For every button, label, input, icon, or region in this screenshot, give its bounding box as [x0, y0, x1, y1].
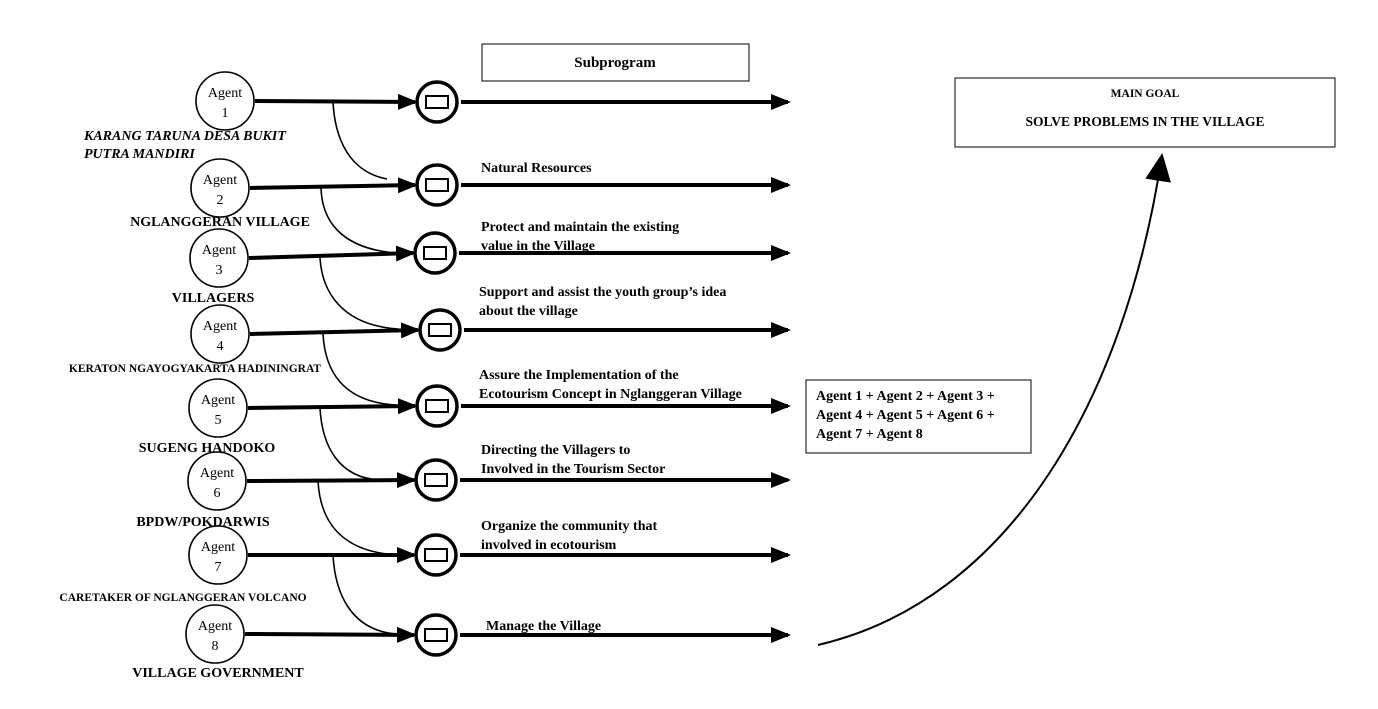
agent-org-name-1: PUTRA MANDIRI	[84, 147, 195, 162]
agent-org-name-7: CARETAKER OF NGLANGGERAN VOLCANO	[59, 592, 306, 604]
agent-label: Agent	[203, 173, 237, 188]
agent-circle-8	[185, 604, 245, 664]
agent-org-name-6: BPDW/POKDARWIS	[136, 515, 270, 530]
combination-text-line: Agent 4 + Agent 5 + Agent 6 +	[816, 408, 995, 423]
agent-label: Agent	[200, 466, 234, 481]
agent-number: 5	[215, 413, 222, 428]
subprogram-label-8: Manage the Village	[486, 619, 601, 634]
subprogram-node-rect	[424, 548, 448, 562]
subprogram-label-5: Assure the Implementation of the	[479, 368, 679, 383]
combination-text-line: Agent 7 + Agent 8	[816, 427, 923, 442]
agent-number: 8	[212, 639, 219, 654]
agent-org-name-2: NGLANGGERAN VILLAGE	[130, 215, 310, 230]
subprogram-title: Subprogram	[574, 55, 656, 71]
agent-org-name-8: VILLAGE GOVERNMENT	[132, 666, 304, 681]
agent-circle-5	[188, 378, 248, 438]
main-goal-text: SOLVE PROBLEMS IN THE VILLAGE	[1025, 114, 1264, 129]
subprogram-label-3: value in the Village	[481, 239, 595, 254]
subprogram-node-rect	[424, 628, 448, 642]
agent-label: Agent	[201, 540, 235, 555]
subprogram-label-6: Involved in the Tourism Sector	[481, 462, 665, 477]
agent-arrow-4	[249, 322, 421, 339]
agent-arrow-6	[246, 472, 417, 489]
connector-curve-6	[317, 480, 399, 556]
connector-curve-7	[332, 554, 397, 635]
agent-number: 7	[215, 560, 222, 575]
subprogram-label-6: Directing the Villagers to	[481, 443, 630, 458]
subprogram-label-4: Support and assist the youth group’s ide…	[479, 285, 726, 300]
agent-circle-7	[188, 525, 248, 585]
subprogram-node-rect	[425, 178, 449, 192]
subprogram-label-4: about the village	[479, 304, 578, 319]
agent-number: 6	[214, 486, 221, 501]
connector-curve-1	[332, 101, 388, 180]
combination-box: Agent 1 + Agent 2 + Agent 3 + Agent 4 + A…	[805, 379, 1032, 454]
agent-label: Agent	[201, 393, 235, 408]
connector-curve-3	[319, 257, 399, 330]
agent-arrow-3	[248, 245, 416, 262]
agent-arrow-2	[249, 177, 418, 194]
subprogram-label-2: Natural Resources	[481, 161, 592, 176]
agent-circle-1	[195, 71, 255, 131]
agent-number: 3	[216, 263, 223, 278]
agent-org-name-5: SUGENG HANDOKO	[139, 441, 276, 456]
subprogram-node-rect	[424, 473, 448, 487]
agent-arrow-1	[254, 93, 418, 110]
agent-number: 1	[222, 106, 229, 121]
subprogram-node-rect	[423, 246, 447, 260]
agent-circle-3	[189, 228, 249, 288]
agent-arrow-5	[247, 398, 418, 415]
goal-arrow	[817, 153, 1171, 646]
agent-org-name-4: KERATON NGAYOGYAKARTA HADININGRAT	[69, 363, 322, 375]
main-goal-heading: MAIN GOAL	[1111, 88, 1180, 100]
agent-org-name-3: VILLAGERS	[172, 291, 255, 306]
agent-arrow-8	[244, 626, 417, 643]
subprogram-label-5: Ecotourism Concept in Nglanggeran Villag…	[479, 387, 742, 402]
subprogram-header: Subprogram	[481, 43, 750, 82]
subprogram-node-rect	[425, 95, 449, 109]
subprogram-node-rect	[428, 323, 452, 337]
agent-label: Agent	[208, 86, 242, 101]
agent-label: Agent	[202, 243, 236, 258]
subprogram-label-3: Protect and maintain the existing	[481, 220, 679, 235]
agent-circle-6	[187, 451, 247, 511]
connector-curve-5	[319, 407, 381, 481]
agent-circle-4	[190, 304, 250, 364]
connector-curve-4	[322, 333, 397, 406]
connector-curve-2	[320, 187, 396, 254]
agent-circle-2	[190, 158, 250, 218]
agent-label: Agent	[198, 619, 232, 634]
agent-number: 2	[217, 193, 224, 208]
agent-number: 4	[217, 339, 224, 354]
subprogram-node-rect	[425, 399, 449, 413]
main-goal-box: MAIN GOAL SOLVE PROBLEMS IN THE VILLAGE	[954, 77, 1336, 148]
combination-text-line: Agent 1 + Agent 2 + Agent 3 +	[816, 389, 995, 404]
subprogram-label-7: Organize the community that	[481, 519, 657, 534]
agent-org-name-1: KARANG TARUNA DESA BUKIT	[83, 129, 287, 144]
subprogram-label-7: involved in ecotourism	[481, 538, 617, 553]
agent-label: Agent	[203, 319, 237, 334]
